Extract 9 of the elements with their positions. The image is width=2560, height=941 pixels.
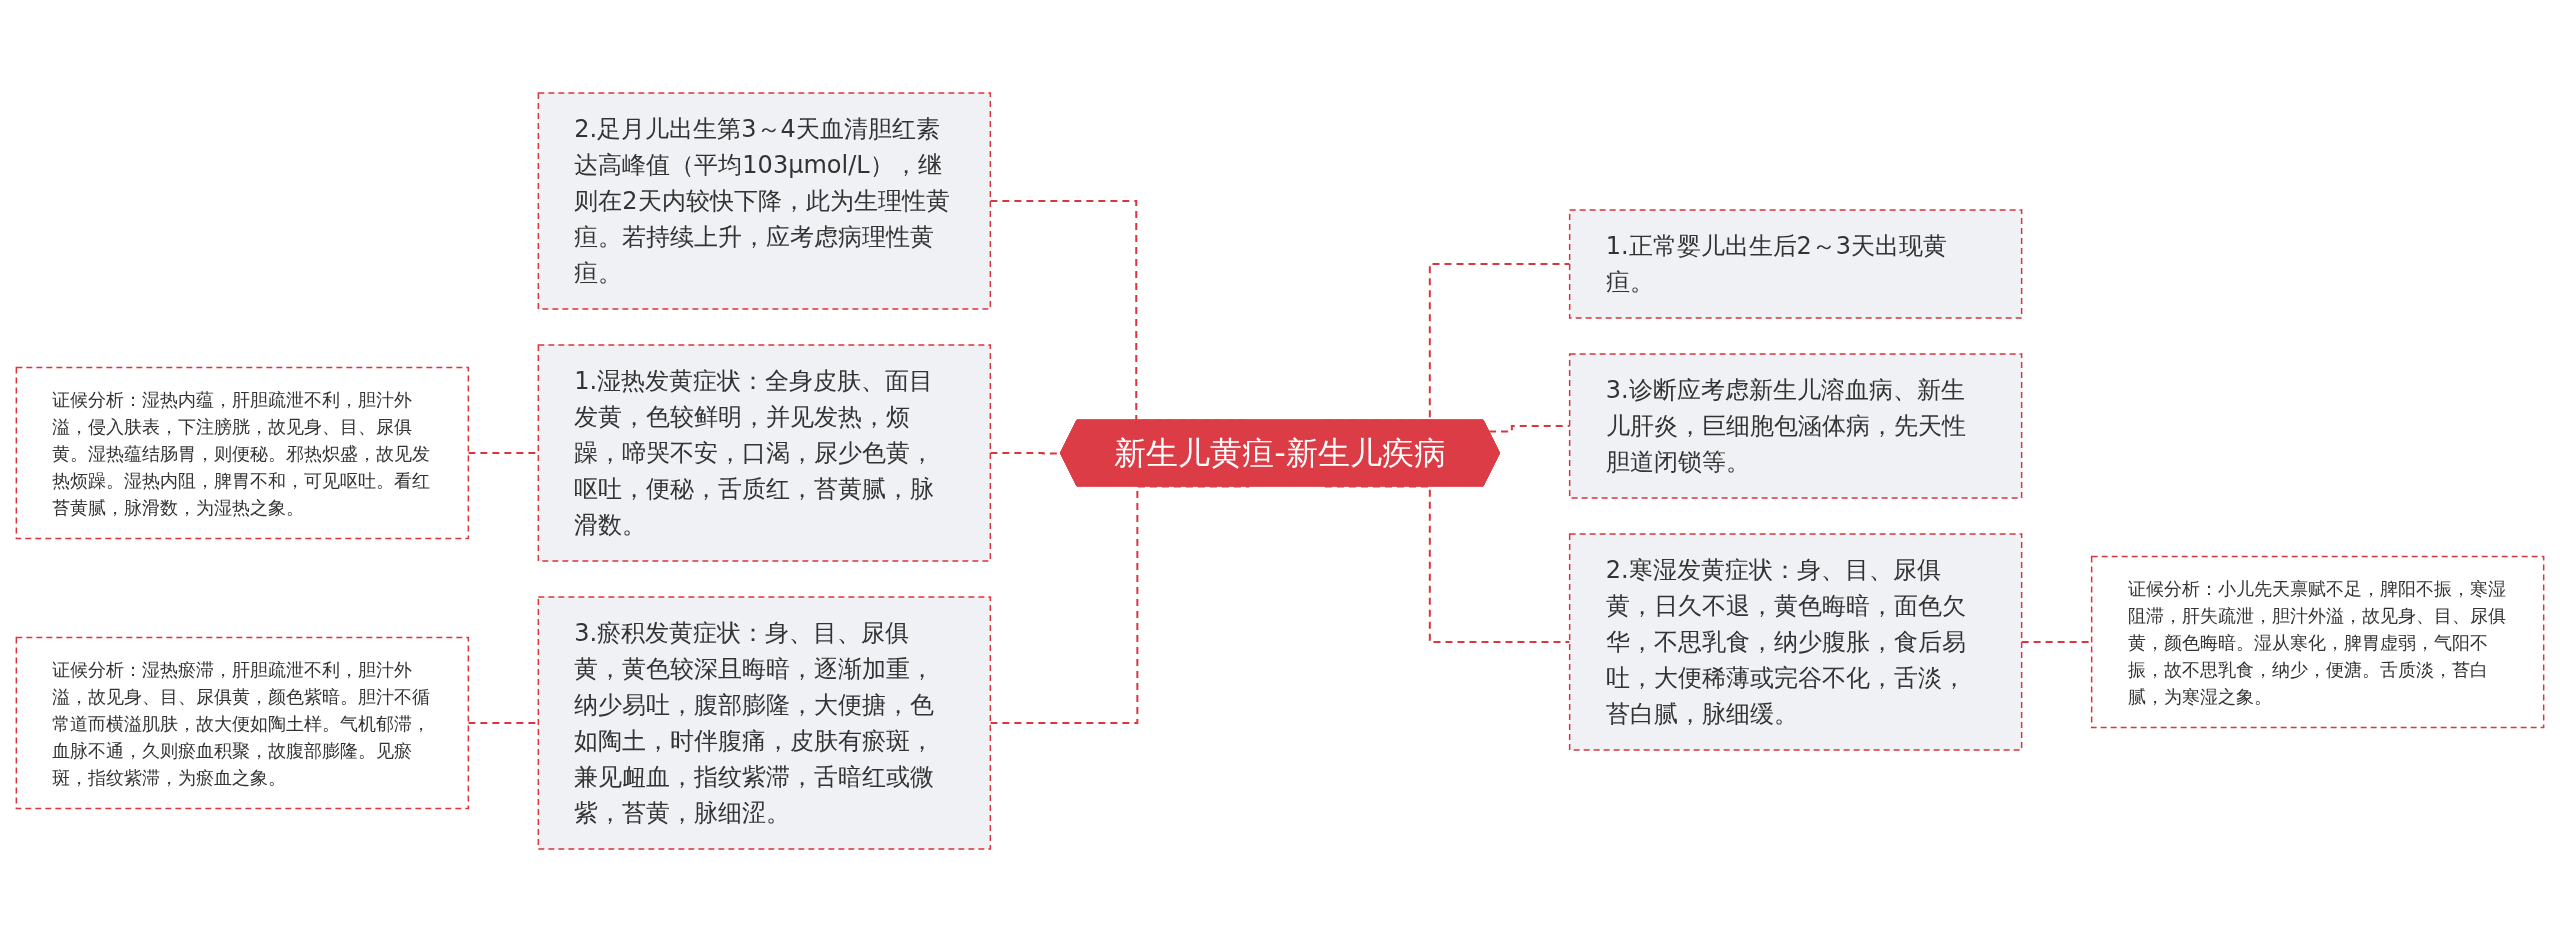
node-box: 证候分析：湿热内蕴，肝胆疏泄不利，胆汁外溢，侵入肤表，下注膀胱，故见身、目、尿俱黄。湿热蕴结肠胃，则便秘。邪热炽盛，故见发热烦躁。湿热内阻，脾胃不和，可见呕吐。看红苔黄腻，脉滑数，为湿热之象。	[15, 366, 470, 539]
node-box: 证候分析：小儿先天禀赋不足，脾阳不振，寒湿阻滞，肝失疏泄，胆汁外溢，故见身、目、尿俱黄，颜色晦暗。湿从寒化，脾胃虚弱，气阳不振，故不思乳食，纳少，便溏。舌质淡，苔白腻，为寒湿之象。	[2090, 555, 2545, 728]
node-box: 证候分析：湿热瘀滞，肝胆疏泄不利，胆汁外溢，故见身、目、尿俱黄，颜色紫暗。胆汁不循常道而横溢肌肤，故大便如陶土样。气机郁滞，血脉不通，久则瘀血积聚，故腹部膨隆。见瘀斑，指纹紫滞，为瘀血之象。	[15, 636, 470, 809]
node-box: 2.足月儿出生第3～4天血清胆红素达高峰值（平均103μmol/L），继则在2天内较快下降，此为生理性黄疸。若持续上升，应考虑病理性黄疸。	[537, 91, 992, 310]
node-box: 2.寒湿发黄症状：身、目、尿俱黄，日久不退，黄色晦暗，面色欠华，不思乳食，纳少腹胀，食后易吐，大便稀薄或完谷不化，舌淡，苔白腻，脉细缓。	[1568, 532, 2023, 751]
node-box: 3.瘀积发黄症状：身、目、尿俱黄，黄色较深且晦暗，逐渐加重，纳少易吐，腹部膨隆，大便搪，色如陶土，时伴腹痛，皮肤有瘀斑，兼见衄血，指纹紫滞，舌暗红或微紫，苔黄，脉细涩。	[537, 595, 992, 850]
node-box: 1.湿热发黄症状：全身皮肤、面目发黄，色较鲜明，并见发热，烦躁，啼哭不安，口渴，尿少色黄，呕吐，便秘，舌质红，苔黄腻，脉滑数。	[537, 343, 992, 562]
node-box: 3.诊断应考虑新生儿溶血病、新生儿肝炎，巨细胞包涵体病，先天性胆道闭锁等。	[1568, 352, 2023, 499]
node-box: 1.正常婴儿出生后2～3天出现黄疸。	[1568, 208, 2023, 319]
